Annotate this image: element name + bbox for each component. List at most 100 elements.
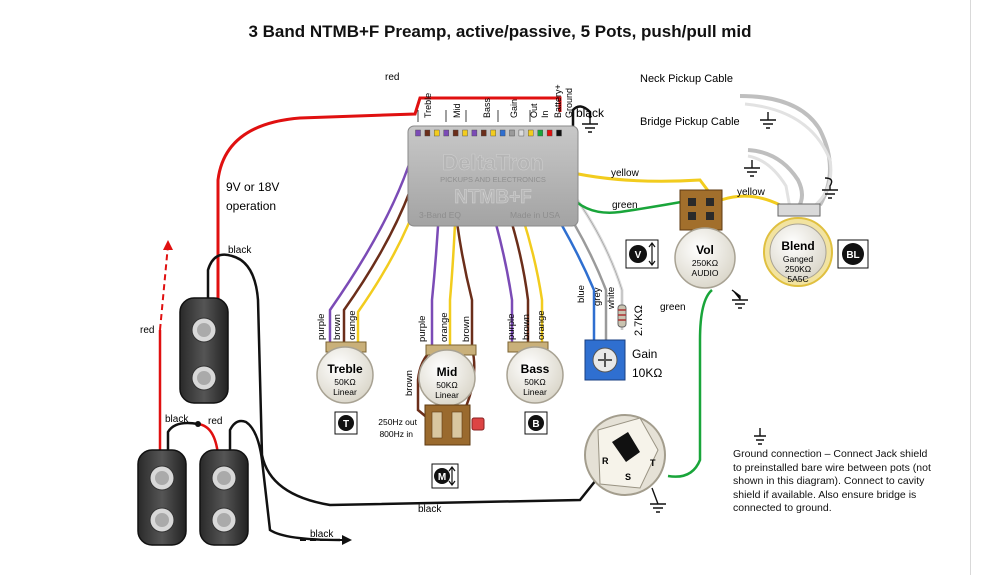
preamp-pin bbox=[434, 129, 440, 137]
label-white: white bbox=[606, 287, 617, 310]
badge-bass-letter: B bbox=[532, 419, 539, 430]
pot-vol-name: Vol bbox=[696, 243, 714, 257]
jack-s: S bbox=[625, 472, 631, 482]
wire-labels-bass: purple brown orange bbox=[506, 310, 547, 340]
pot-bass: Bass 50KΩ Linear bbox=[506, 346, 564, 404]
preamp-header-labels: Treble Mid Bass Gain Out In Battery+ Gro… bbox=[417, 84, 574, 122]
label-black-battery: black bbox=[228, 245, 252, 256]
switch-in-label: 800Hz in bbox=[379, 429, 413, 439]
pot-blend-name: Blend bbox=[781, 239, 814, 253]
wire-black-battery bbox=[206, 253, 601, 507]
resistor bbox=[617, 304, 627, 328]
wire-label-bass-orange: orange bbox=[536, 310, 547, 340]
ground-icon bbox=[582, 112, 838, 513]
preamp-board: DeltaTron PICKUPS AND ELECTRONICS NTMB+F… bbox=[407, 125, 579, 227]
pot-bass-name: Bass bbox=[521, 362, 550, 376]
label-brown-mid: brown bbox=[404, 370, 415, 396]
pot-mid-taper: Linear bbox=[435, 390, 459, 400]
label-red-top: red bbox=[385, 72, 399, 83]
preamp-brand: DeltaTron bbox=[442, 150, 543, 175]
preamp-pin bbox=[481, 129, 487, 137]
label-yellow-2: yellow bbox=[737, 187, 766, 198]
bridge-cable bbox=[747, 148, 804, 210]
badge-vol: V bbox=[625, 239, 659, 269]
badge-vol-letter: V bbox=[635, 250, 642, 261]
preamp-pin bbox=[499, 129, 506, 137]
battery-bottom-right bbox=[199, 449, 249, 546]
pot-vol-taper: AUDIO bbox=[692, 268, 719, 278]
wire-black-ground bbox=[571, 105, 592, 130]
header-treble: Treble bbox=[423, 93, 433, 118]
pot-vol-lugs bbox=[679, 189, 723, 231]
wire-red-dashed bbox=[159, 244, 169, 331]
page-title: 3 Band NTMB+F Preamp, active/passive, 5 … bbox=[248, 22, 752, 41]
wire-label-mid-orange: orange bbox=[439, 312, 450, 342]
battery-top bbox=[179, 297, 229, 404]
pot-blend-taper: 250KΩ bbox=[785, 264, 811, 274]
header-battery: Battery+ bbox=[553, 84, 563, 118]
preamp-pin bbox=[471, 129, 478, 137]
label-grey: grey bbox=[592, 287, 603, 306]
switch-out-label: 250Hz out bbox=[378, 417, 417, 427]
wire-label-bass-brown: brown bbox=[521, 314, 532, 340]
wire-green-jack bbox=[667, 289, 713, 478]
pot-bass-value: 50KΩ bbox=[524, 377, 545, 387]
wire-label-mid-purple: purple bbox=[417, 316, 428, 342]
pot-treble: Treble 50KΩ Linear bbox=[316, 346, 374, 404]
label-gain-value: 10KΩ bbox=[632, 366, 662, 380]
wire-label-mid-brown: brown bbox=[461, 316, 472, 342]
label-bridge-cable: Bridge Pickup Cable bbox=[640, 116, 740, 128]
preamp-pin bbox=[424, 129, 431, 137]
wire-clip-black-2 bbox=[228, 419, 341, 542]
label-black-jack: black bbox=[418, 504, 442, 515]
badge-mid: M bbox=[431, 463, 459, 489]
label-yellow-1: yellow bbox=[611, 168, 640, 179]
pot-mid-value: 50KΩ bbox=[436, 380, 457, 390]
pot-mid-name: Mid bbox=[437, 365, 458, 379]
label-gain: Gain bbox=[632, 347, 657, 361]
label-red-clip: red bbox=[208, 416, 222, 427]
clip-junction-dot bbox=[195, 421, 201, 427]
label-neck-cable: Neck Pickup Cable bbox=[640, 73, 733, 85]
wire-label-treble-purple: purple bbox=[316, 314, 327, 340]
label-black-bottom: black bbox=[310, 529, 334, 540]
preamp-pin bbox=[443, 129, 449, 137]
preamp-pin bbox=[452, 129, 459, 137]
label-operation: operation bbox=[226, 199, 276, 213]
pot-vol-value: 250KΩ bbox=[692, 258, 718, 268]
header-gain: Gain bbox=[509, 99, 519, 118]
preamp-pin bbox=[537, 129, 543, 137]
preamp-model: NTMB+F bbox=[454, 187, 532, 208]
label-black-top: black bbox=[576, 106, 605, 120]
preamp-brand-sub: PICKUPS AND ELECTRONICS bbox=[440, 175, 546, 184]
preamp-pin bbox=[509, 129, 515, 137]
wire-label-treble-orange: orange bbox=[347, 310, 358, 340]
wire-label-treble-brown: brown bbox=[332, 314, 343, 340]
label-black-clip: black bbox=[165, 414, 189, 425]
jack-r: R bbox=[602, 456, 609, 466]
red-arrow-icon bbox=[163, 240, 173, 250]
header-ground: Ground bbox=[564, 88, 574, 118]
header-bass: Bass bbox=[482, 97, 492, 118]
wire-labels-treble: purple brown orange bbox=[316, 310, 358, 340]
preamp-line2: Made in USA bbox=[510, 210, 560, 220]
page-border-line bbox=[970, 0, 971, 575]
pot-treble-value: 50KΩ bbox=[334, 377, 355, 387]
badge-blend-letter: BL bbox=[846, 250, 859, 261]
pot-blend-extra: 5A5C bbox=[787, 274, 808, 284]
preamp-pin bbox=[528, 129, 534, 137]
output-jack: R S T bbox=[584, 414, 666, 496]
header-in: In bbox=[540, 110, 550, 118]
pot-blend-value: Ganged bbox=[783, 254, 814, 264]
badge-treble-letter: T bbox=[343, 419, 349, 430]
black-arrow-icon bbox=[342, 535, 352, 545]
label-green-1: green bbox=[612, 200, 638, 211]
preamp-pin bbox=[415, 129, 421, 137]
pot-treble-name: Treble bbox=[327, 362, 363, 376]
neck-cable-2 bbox=[744, 102, 833, 210]
jack-t: T bbox=[650, 458, 656, 468]
badge-blend: BL bbox=[837, 239, 869, 269]
preamp-pin bbox=[556, 129, 562, 137]
wire-labels-mid: purple orange brown bbox=[417, 312, 472, 342]
